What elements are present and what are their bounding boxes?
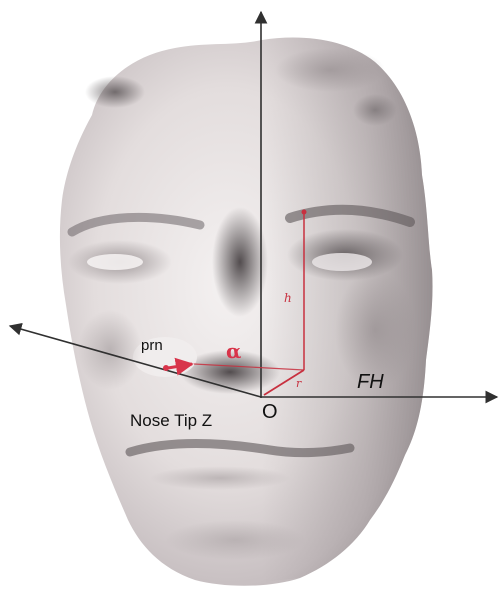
left-cheek-shadow	[78, 310, 142, 390]
hair-shadow	[85, 76, 145, 108]
prn-label: prn	[141, 337, 163, 354]
nose-bridge-shadow	[212, 207, 268, 317]
forehead-spot	[353, 94, 397, 126]
r-line	[263, 369, 305, 396]
prn-point	[163, 365, 169, 371]
left-eye	[87, 254, 143, 270]
origin-label: O	[262, 401, 278, 423]
left-brow	[67, 212, 205, 237]
lower-lip-shadow	[150, 466, 290, 490]
h-label: h	[284, 291, 292, 305]
chin-shadow	[165, 520, 305, 560]
nose-tip-axis-label: Nose Tip Z	[130, 411, 213, 430]
right-cheek-shadow	[335, 270, 415, 390]
mouth	[125, 439, 355, 458]
fh-axis-label: FH	[357, 371, 384, 393]
projection-line	[193, 363, 305, 371]
under-nose-shadow	[180, 350, 280, 394]
alpha-label: α	[226, 339, 242, 363]
prn-arrow	[167, 357, 194, 376]
nose-tip-axis	[8, 322, 262, 398]
h-top-point	[301, 209, 307, 215]
r-label: r	[296, 377, 302, 390]
right-eye	[312, 253, 372, 271]
forehead-shadow	[275, 48, 385, 92]
